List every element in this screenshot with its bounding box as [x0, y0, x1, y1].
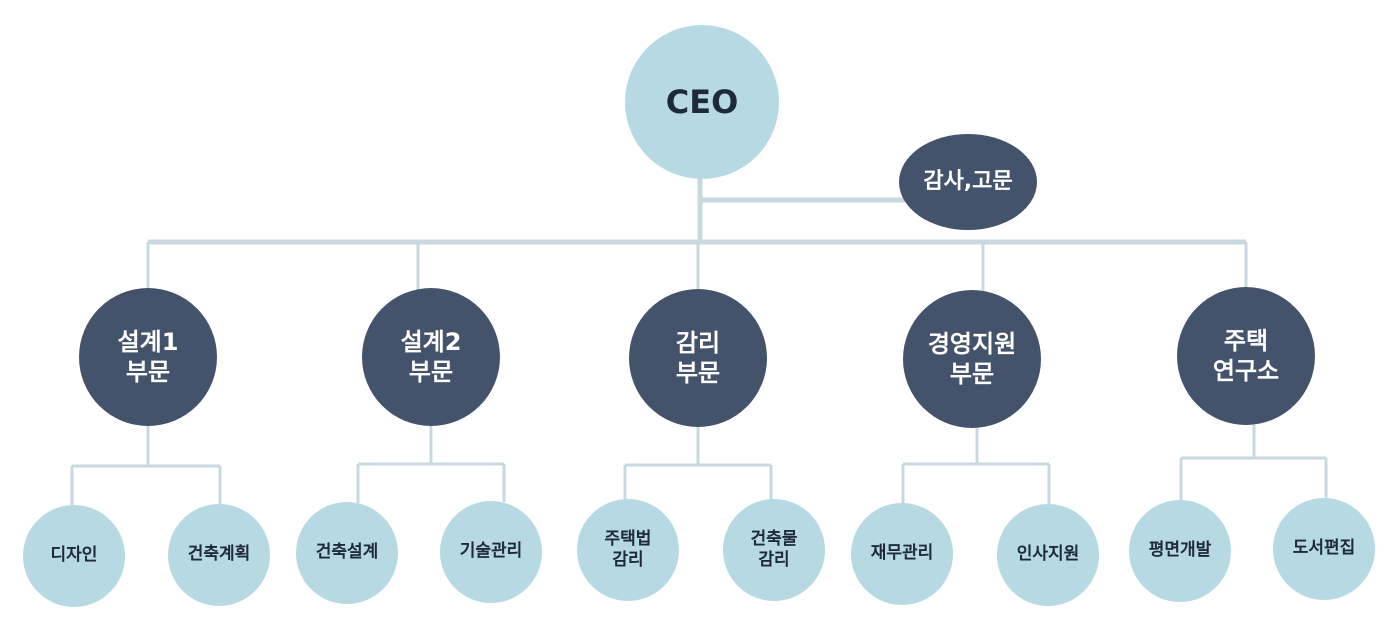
- team-label-line1: 도서편집: [1292, 538, 1356, 559]
- ceo-node: CEO: [625, 25, 779, 179]
- ceo-label: CEO: [665, 83, 739, 121]
- advisor-label: 감사,고문: [923, 169, 1013, 195]
- team-label-line1: 주택법: [604, 528, 652, 549]
- team-node: 디자인: [23, 505, 125, 607]
- dept-label-line2: 부문: [408, 358, 454, 386]
- team-node: 평면개발: [1129, 500, 1231, 602]
- dept-label-line2: 연구소: [1212, 357, 1280, 385]
- team-label-line1: 인사지원: [1016, 544, 1080, 565]
- dept-label-line1: 설계1: [117, 328, 179, 356]
- dept-label-line1: 감리: [675, 329, 721, 357]
- team-node: 건축계획: [168, 504, 270, 606]
- team-label-line2: 감리: [612, 550, 644, 570]
- dept-label-line1: 경영지원: [927, 330, 1017, 358]
- team-label-line1: 평면개발: [1148, 540, 1212, 561]
- team-node: 재무관리: [851, 503, 953, 605]
- dept-label-line2: 부문: [949, 360, 995, 388]
- team-label-line1: 디자인: [50, 545, 98, 566]
- team-node: 기술관리: [440, 501, 542, 603]
- advisor-node: 감사,고문: [899, 134, 1037, 230]
- team-node: 인사지원: [997, 504, 1099, 606]
- team-node: 도서편집: [1273, 498, 1375, 600]
- dept-label-line2: 부문: [125, 358, 171, 386]
- team-label-line1: 건축물: [750, 528, 798, 549]
- team-label-line2: 감리: [758, 550, 790, 570]
- dept-label-line2: 부문: [675, 359, 721, 387]
- team-label-line1: 기술관리: [459, 541, 523, 562]
- team-label-line1: 건축계획: [187, 544, 251, 565]
- dept-label-line1: 설계2: [400, 328, 462, 356]
- team-label-line1: 재무관리: [870, 543, 934, 564]
- team-label-line1: 건축설계: [315, 542, 379, 563]
- dept-label-line1: 주택: [1223, 327, 1269, 355]
- team-node: 건축설계: [296, 502, 398, 604]
